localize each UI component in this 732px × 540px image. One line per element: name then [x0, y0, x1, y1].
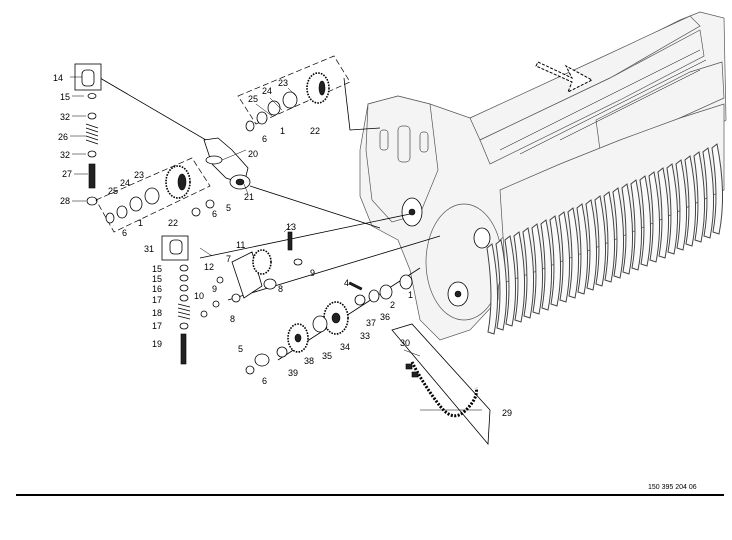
- rake-tine: [684, 155, 697, 247]
- rake-tine: [621, 183, 634, 275]
- sprocket-group-22-left: [95, 157, 211, 233]
- rake-tine: [549, 215, 562, 307]
- callout-26: 26: [58, 132, 68, 142]
- callout-15: 15: [152, 274, 162, 284]
- footer-rule: [16, 494, 724, 496]
- rake-tine: [558, 211, 571, 303]
- callout-12: 12: [204, 262, 214, 272]
- callout-33: 33: [360, 331, 370, 341]
- rake-tine: [594, 195, 607, 287]
- spring-tensioner-assembly: [70, 63, 102, 206]
- part-callouts: 14 15 32 26 32 27 28 25 24 23 1 22 6 20 …: [53, 73, 512, 418]
- rake-tine: [666, 163, 679, 255]
- callout-14: 14: [53, 73, 63, 83]
- callout-28: 28: [60, 196, 70, 206]
- callout-23: 23: [278, 78, 288, 88]
- callout-25: 25: [248, 94, 258, 104]
- tension-arm-20: [191, 137, 251, 217]
- callout-36: 36: [380, 312, 390, 322]
- rake-tine: [648, 171, 661, 263]
- rake-tine: [702, 147, 715, 239]
- callout-29: 29: [502, 408, 512, 418]
- rake-tine: [675, 159, 688, 251]
- callout-1: 1: [408, 290, 413, 300]
- callout-11: 11: [236, 240, 245, 250]
- callout-24: 24: [120, 178, 130, 188]
- rake-tine: [486, 243, 499, 335]
- rake-tine: [513, 231, 526, 323]
- callout-5: 5: [238, 344, 243, 354]
- rake-tine: [576, 203, 589, 295]
- callout-30: 30: [400, 338, 410, 348]
- callout-34: 34: [340, 342, 350, 352]
- callout-31: 31: [144, 244, 154, 254]
- rake-tine: [657, 167, 670, 259]
- callout-8: 8: [278, 284, 283, 294]
- header-machine-frame: [359, 11, 727, 341]
- callout-27: 27: [62, 169, 72, 179]
- rake-tine: [603, 191, 616, 283]
- rake-tine: [567, 207, 580, 299]
- rake-tine: [693, 151, 706, 243]
- rake-tine: [585, 199, 598, 291]
- callout-35: 35: [322, 351, 332, 361]
- callout-6: 6: [262, 134, 267, 144]
- callout-17: 17: [152, 295, 162, 305]
- rake-tine: [639, 175, 652, 267]
- callout-25: 25: [108, 186, 118, 196]
- callout-22: 22: [310, 126, 320, 136]
- rake-tine: [630, 179, 643, 271]
- callout-leaders: [199, 87, 482, 411]
- callout-17: 17: [152, 321, 162, 331]
- rake-tine: [540, 219, 553, 311]
- rake-tine: [522, 227, 535, 319]
- callout-9: 9: [212, 284, 217, 294]
- callout-18: 18: [152, 308, 162, 318]
- callout-2: 2: [390, 300, 395, 310]
- rake-tine: [711, 143, 724, 235]
- callout-32: 32: [60, 112, 70, 122]
- document-number: 150 395 204 06: [648, 484, 697, 491]
- callout-15: 15: [152, 264, 162, 274]
- callout-6: 6: [122, 228, 127, 238]
- callout-6: 6: [262, 376, 267, 386]
- callout-1: 1: [138, 218, 143, 228]
- callout-16: 16: [152, 284, 162, 294]
- callout-22: 22: [168, 218, 178, 228]
- sprocket-group-22-top: [237, 55, 351, 132]
- callout-6: 6: [212, 209, 217, 219]
- callout-13: 13: [286, 222, 296, 232]
- callout-21: 21: [244, 192, 254, 202]
- callout-32: 32: [60, 150, 70, 160]
- callout-1: 1: [280, 126, 285, 136]
- callout-19: 19: [152, 339, 162, 349]
- callout-10: 10: [194, 291, 204, 301]
- callout-20: 20: [248, 149, 258, 159]
- rake-tines: [486, 143, 724, 335]
- callout-39: 39: [288, 368, 298, 378]
- sprocket-cluster-33-39: [245, 274, 413, 375]
- callout-37: 37: [366, 318, 376, 328]
- callout-7: 7: [226, 254, 231, 264]
- travel-direction-arrow: [535, 61, 594, 94]
- callout-4: 4: [344, 278, 349, 288]
- rake-tine: [531, 223, 544, 315]
- callout-15: 15: [60, 92, 70, 102]
- rake-tine: [504, 235, 517, 327]
- callout-38: 38: [304, 356, 314, 366]
- callout-23: 23: [134, 170, 144, 180]
- callout-24: 24: [262, 86, 272, 96]
- drive-chain-29: [391, 323, 491, 446]
- callout-5: 5: [226, 203, 231, 213]
- spring-tensioner-assembly-lower: [161, 235, 191, 365]
- callout-8: 8: [230, 314, 235, 324]
- callout-9: 9: [310, 268, 315, 278]
- idler-arm-7: [200, 231, 303, 318]
- rake-tine: [612, 187, 625, 279]
- rake-tine: [495, 239, 508, 331]
